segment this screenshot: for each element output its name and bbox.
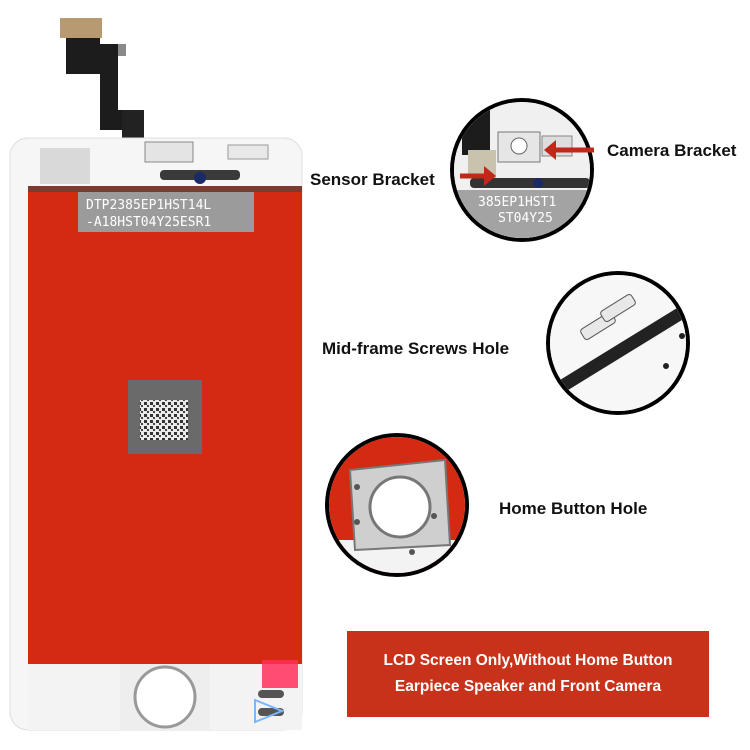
zoom-circle-screws	[546, 271, 690, 415]
front-camera-hole	[194, 172, 206, 184]
zoom-circle-home	[325, 433, 469, 577]
panel-label-plate	[78, 192, 254, 232]
home-button-hole	[133, 665, 197, 729]
mid-frame-screws-hole-label: Mid-frame Screws Hole	[322, 339, 510, 358]
caption-line1: LCD Screen Only,Without Home Button	[383, 652, 673, 669]
pink-tape	[262, 660, 298, 688]
sensor-bracket	[144, 141, 194, 163]
camera-bracket	[227, 144, 269, 160]
caption-line2: Earpiece Speaker and Front Camera	[394, 678, 662, 695]
caption-box: LCD Screen Only,Without Home Button Earp…	[347, 631, 709, 717]
zoom-print-line1: 385EP1HST1	[478, 195, 556, 210]
camera-bracket-label: Camera Bracket	[607, 141, 737, 160]
home-button-hole-label: Home Button Hole	[499, 499, 648, 518]
zoom-circle-brackets: 385EP1HST1 ST04Y25	[450, 98, 594, 242]
zoom-print-line2: ST04Y25	[498, 211, 553, 226]
left-shield	[40, 148, 90, 184]
datamatrix-code	[140, 400, 188, 440]
sensor-bracket-label: Sensor Bracket	[310, 170, 435, 189]
corner-arrow-icon	[254, 698, 285, 724]
panel-print-line2: -A18HST04Y25ESR1	[86, 215, 211, 230]
panel-print-line1: DTP2385EP1HST14L	[86, 198, 211, 213]
